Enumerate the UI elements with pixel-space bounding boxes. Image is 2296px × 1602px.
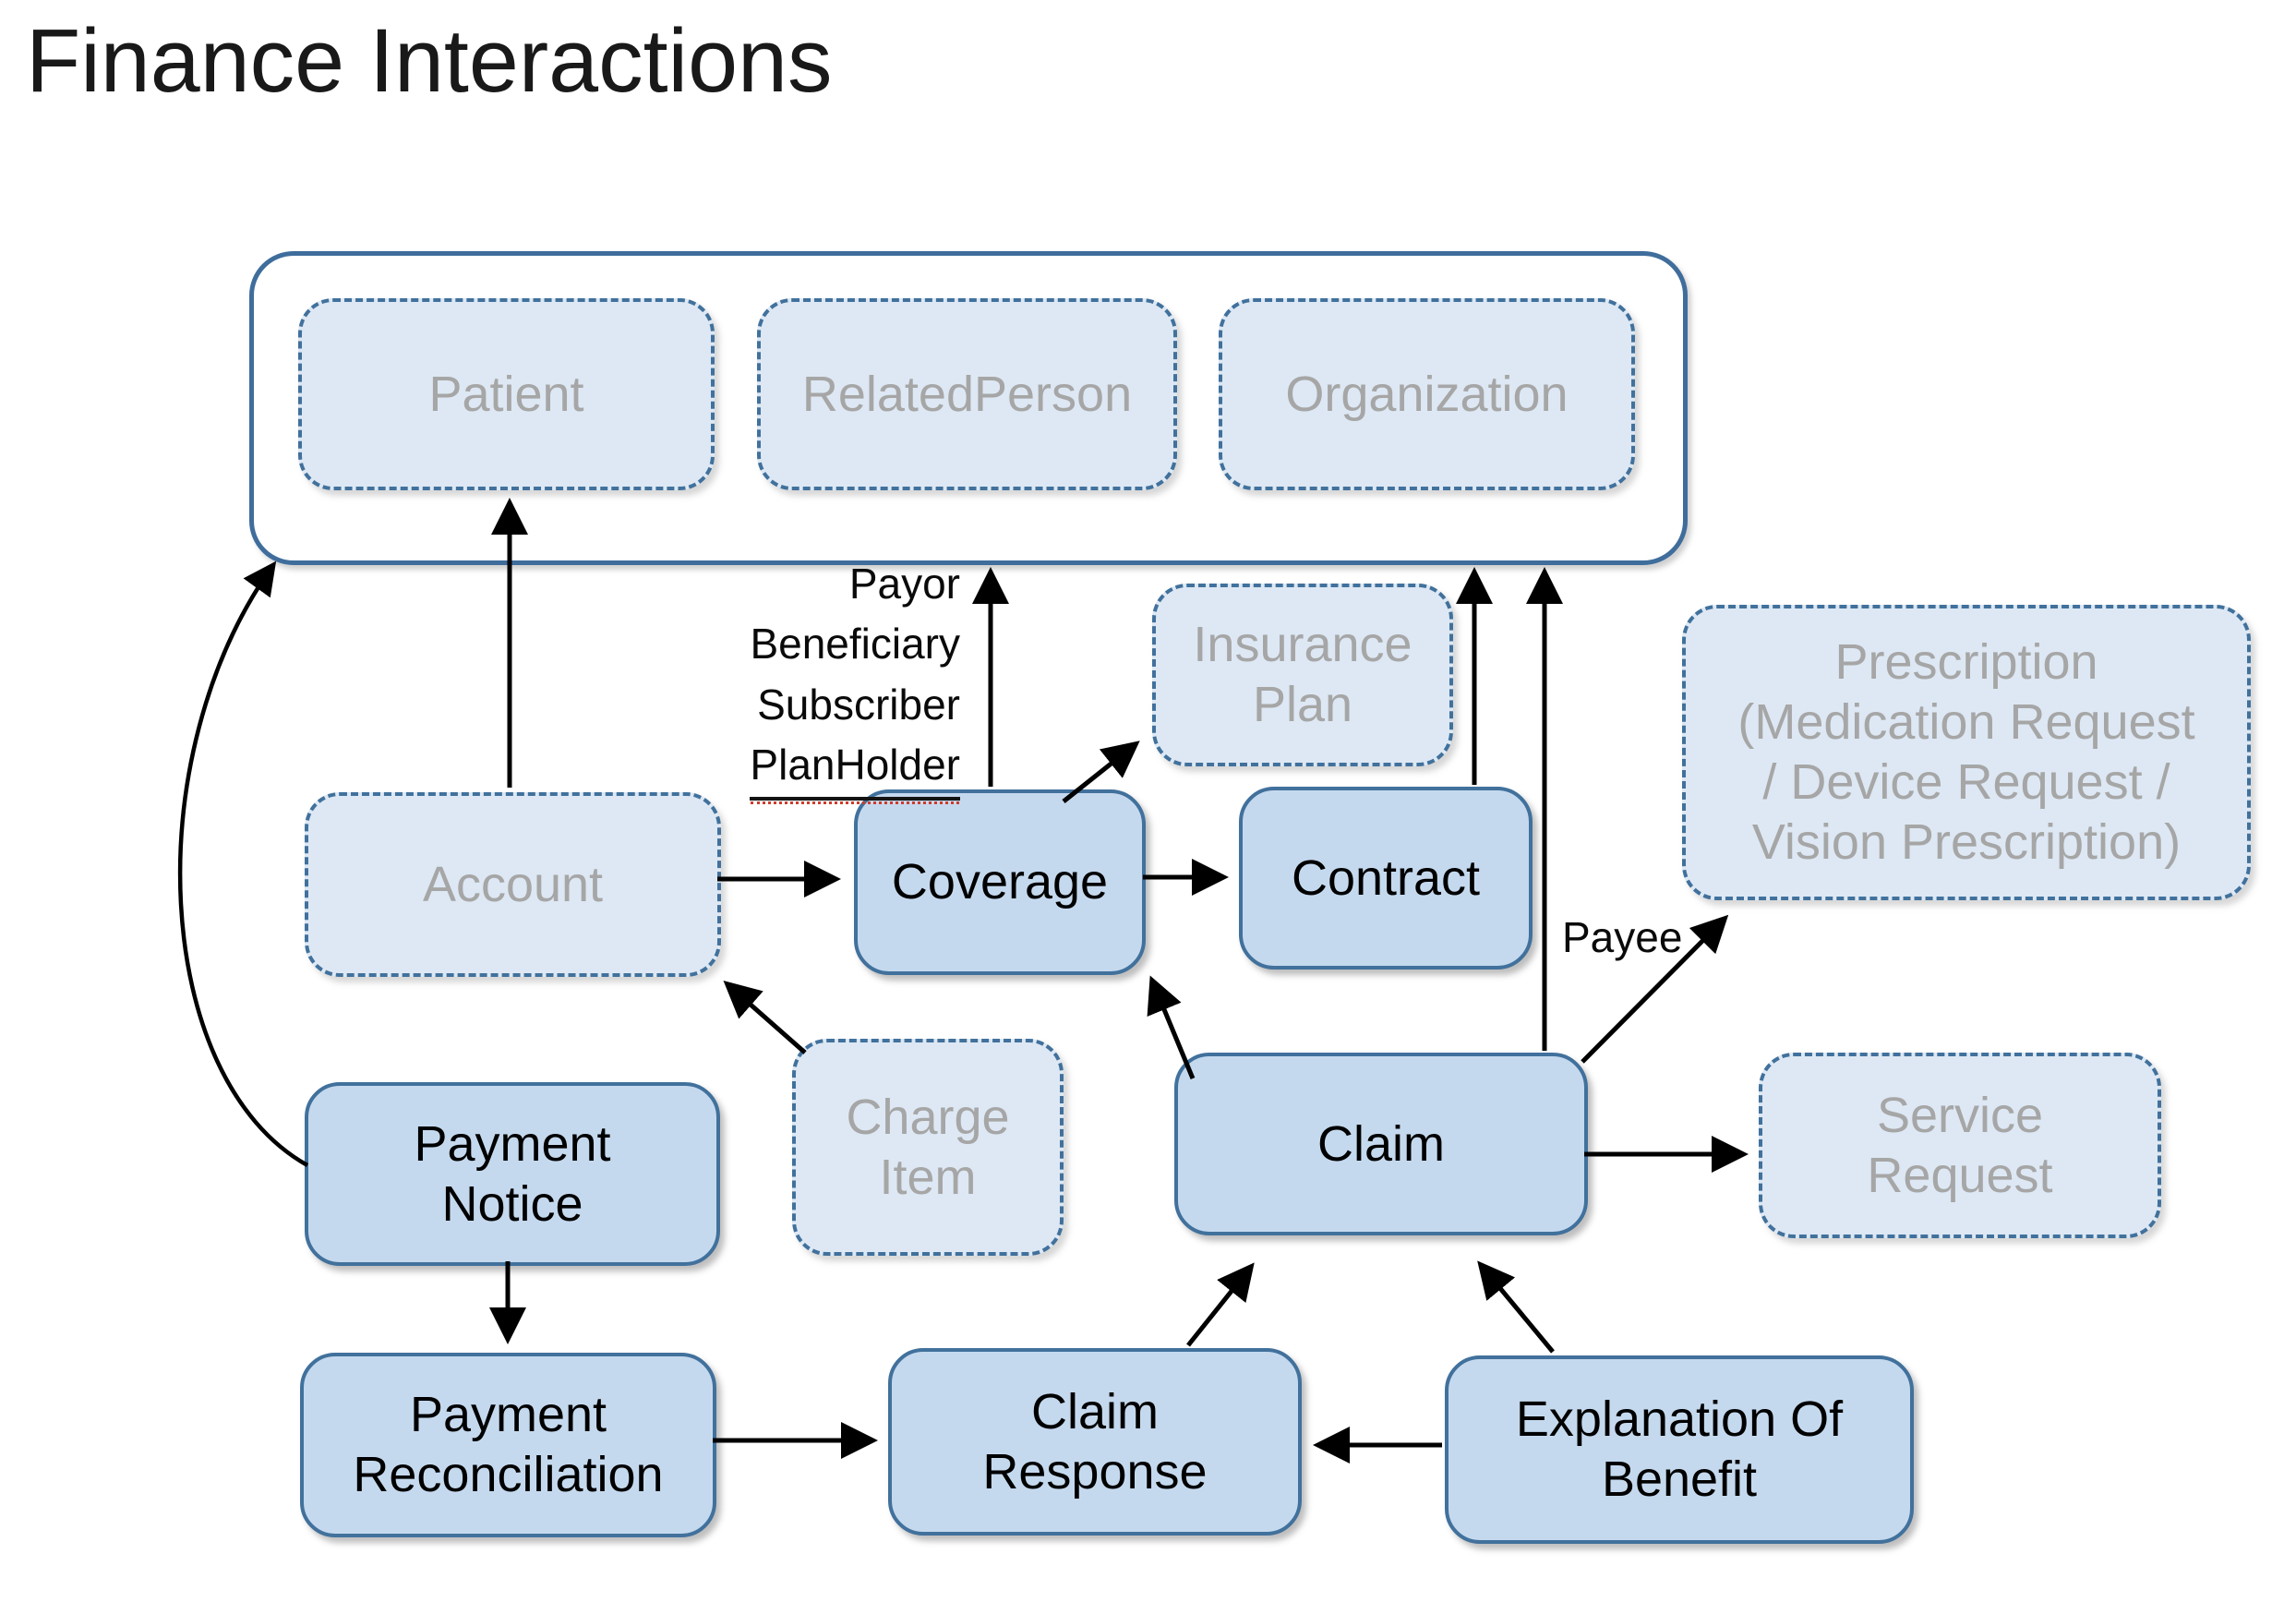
node-contract: Contract [1239,787,1533,970]
coverage-role-labels: Payor Beneficiary Subscriber PlanHolder [443,554,960,805]
role-label-planholder: PlanHolder [443,735,960,805]
arrow-claim-response-to-claim [1186,1262,1255,1347]
node-explanation-of-benefit: Explanation Of Benefit [1445,1355,1914,1544]
node-account: Account [305,792,721,977]
node-patient: Patient [298,298,715,490]
node-related-person: RelatedPerson [757,298,1177,490]
arrow-payment-notice-to-party-group [177,560,309,1167]
arrow-explanation-of-benefit-to-claim [1477,1260,1555,1354]
node-charge-item: Charge Item [792,1039,1064,1256]
role-label-subscriber: Subscriber [757,680,960,729]
role-label-beneficiary: Beneficiary [750,620,960,669]
node-payment-reconciliation: Payment Reconciliation [300,1353,716,1537]
node-prescription: Prescription (Medication Request / Devic… [1682,605,2251,900]
node-insurance-plan: Insurance Plan [1152,584,1453,766]
page-title: Finance Interactions [26,10,833,111]
node-claim: Claim [1174,1053,1588,1235]
node-organization: Organization [1219,298,1635,490]
arrow-charge-item-to-account [723,981,807,1054]
node-payment-notice: Payment Notice [305,1082,720,1266]
payee-label: Payee [1562,913,1683,961]
node-claim-response: Claim Response [888,1348,1302,1536]
role-label-payor: Payor [848,560,960,608]
node-coverage: Coverage [854,789,1146,975]
node-service-request: Service Request [1759,1053,2161,1238]
